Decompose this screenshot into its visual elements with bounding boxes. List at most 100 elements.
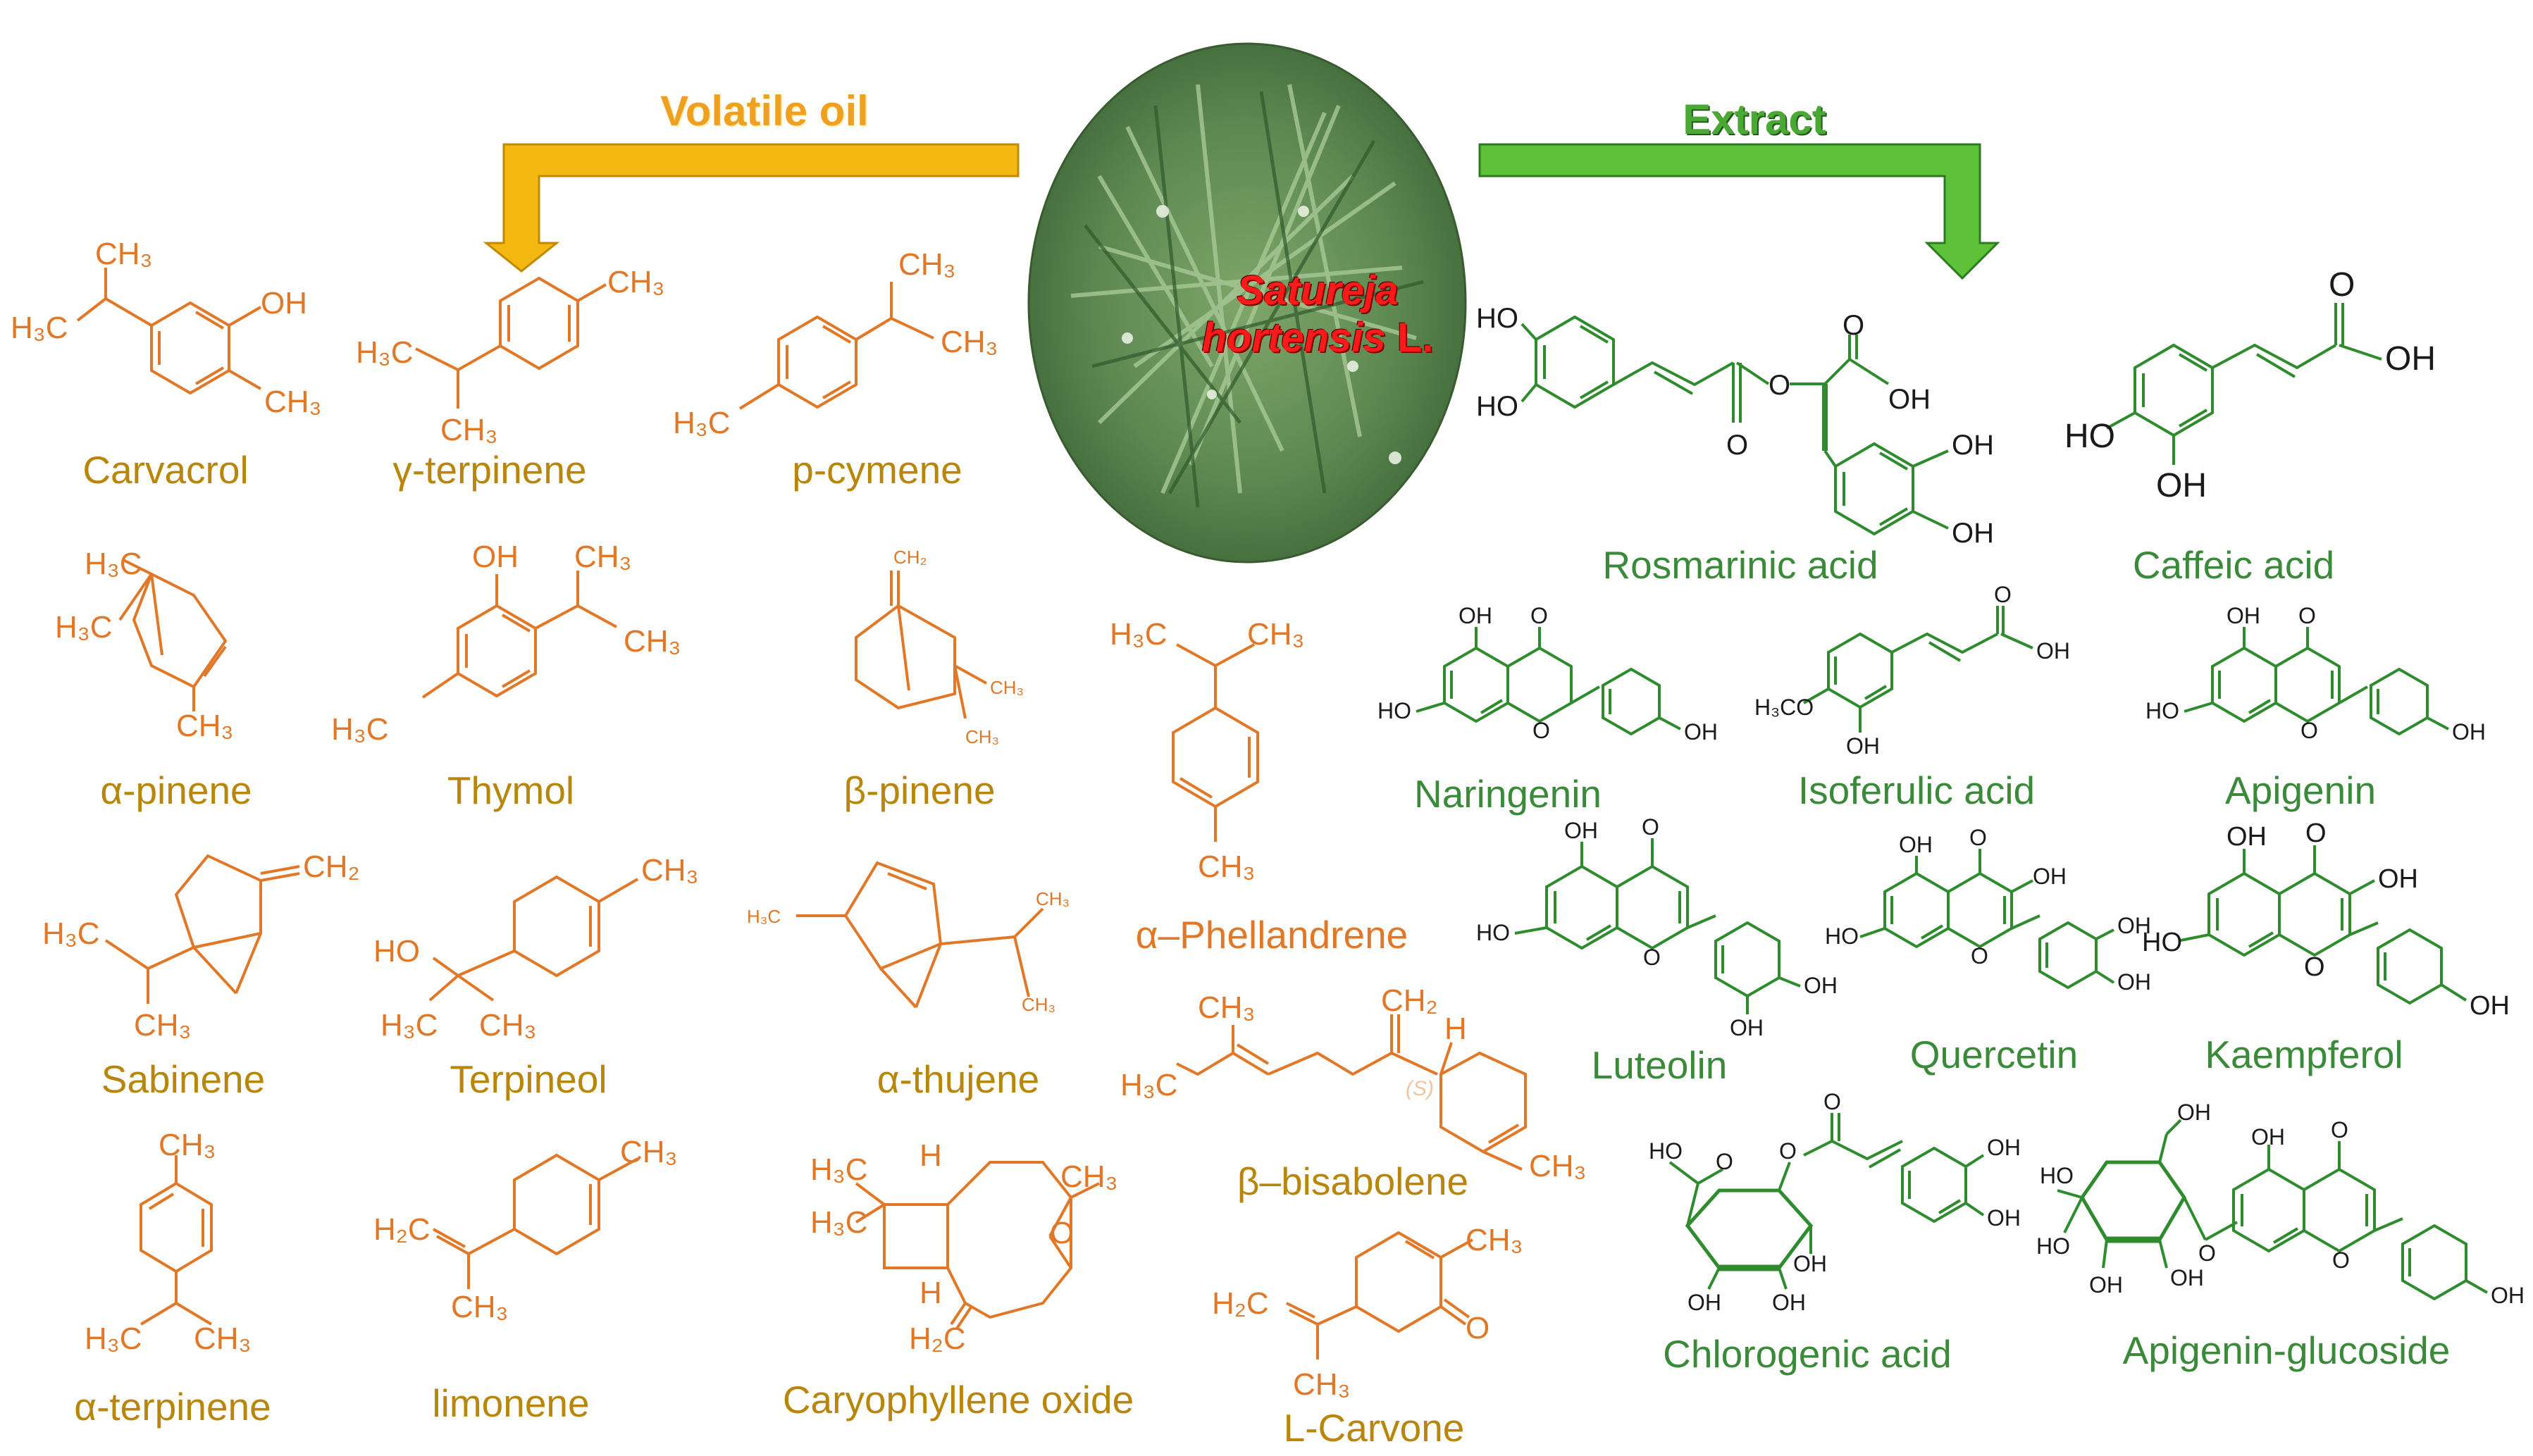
atom-caryo-h3c: H₃C <box>810 1152 867 1187</box>
label-quercetin: Quercetin <box>1909 1033 2079 1076</box>
volatile-atom-labels: CH₃ H₃C O H CH₃ CH₃ H₃C CH₃ CH₃ CH₃ H₃C H… <box>11 237 1586 1402</box>
extract-header: Extract <box>1683 96 1826 143</box>
label-luteolin: Luteolin <box>1591 1043 1728 1087</box>
atom-athuj-h3c: H₃C <box>747 906 781 927</box>
plant-genus: Satureja <box>1237 268 1399 313</box>
atom-aphel-ch3: CH₃ <box>1247 617 1304 652</box>
l-carvone-structure <box>1286 1231 1473 1359</box>
atom-ros-o2: O <box>1769 370 1790 401</box>
atom-chl-ho: HO <box>1649 1138 1683 1164</box>
label-caryophyllene-oxide: Caryophyllene oxide <box>782 1378 1134 1421</box>
label-p-cymene: p-cymene <box>792 448 962 492</box>
volatile-structures <box>76 268 1527 1359</box>
atom-gterp-ch3: CH₃ <box>607 265 664 299</box>
label-thymol: Thymol <box>447 769 575 812</box>
label-apigenin: Apigenin <box>2224 769 2377 812</box>
plant-name: Satureja hortensis L. <box>1141 268 1494 361</box>
atom-carv-ch3: CH₃ <box>1466 1223 1523 1257</box>
atom-terp-ch3b: CH₃ <box>479 1008 536 1043</box>
atom-lim-h2c: H₂C <box>373 1212 431 1247</box>
label-naringenin: Naringenin <box>1413 772 1602 816</box>
atom-caf-oh: OH <box>2385 340 2436 378</box>
atom-pcym-ch3b: CH₃ <box>941 325 998 359</box>
atom-iso-oh: OH <box>2036 638 2070 664</box>
label-alpha-phellandrene: α–Phellandrene <box>1135 913 1408 957</box>
atom-ag-oh5: OH <box>2491 1283 2525 1308</box>
atom-ag-ho2: HO <box>2036 1233 2070 1259</box>
atom-thymol-ch3: CH₃ <box>574 540 631 574</box>
caryophyllene-oxide-structure <box>855 1161 1100 1330</box>
atom-chl-oh2: OH <box>1987 1205 2021 1231</box>
label-beta-bisabolene: β–bisabolene <box>1237 1159 1469 1203</box>
atom-nar-oh2: OH <box>1684 719 1718 745</box>
atom-ag-oh2: OH <box>2089 1272 2123 1298</box>
atom-caf-ho: HO <box>2064 418 2115 455</box>
label-limonene: limonene <box>432 1381 590 1425</box>
atom-carvacrol-h3c: H₃C <box>11 311 68 345</box>
atom-sab-ch3: CH₃ <box>134 1008 191 1043</box>
alpha-terpinene-structure <box>140 1155 213 1326</box>
atom-api-ho: HO <box>2145 698 2179 723</box>
atom-gterp-h3c: H₃C <box>356 335 413 370</box>
atom-aphel-h3c: H₃C <box>1110 617 1167 652</box>
atom-athuj-ch3b: CH₃ <box>1022 994 1055 1015</box>
plant-species: hortensis <box>1201 314 1386 361</box>
label-caffeic-acid: Caffeic acid <box>2132 543 2335 587</box>
kaempferol-structure <box>2180 845 2467 1005</box>
extract-structures <box>1416 303 2488 1301</box>
volatile-oil-arrow <box>483 143 1020 273</box>
atom-aterp-h3c: H₃C <box>85 1321 142 1356</box>
atom-caryo-o: O <box>1050 1216 1074 1250</box>
atom-lim-ch3: CH₃ <box>620 1135 677 1169</box>
atom-carvacrol-ch3: CH₃ <box>95 237 152 271</box>
atom-kae-oh: OH <box>2227 822 2267 852</box>
atom-kae-o2: O <box>2304 952 2325 982</box>
atom-iso-o: O <box>1994 582 2012 607</box>
atom-gterp-ch3b: CH₃ <box>440 413 497 447</box>
isoferulic-acid-structure <box>1803 606 2033 733</box>
atom-chl-oh4: OH <box>1687 1290 1721 1315</box>
atom-chl-o2: O <box>1779 1138 1797 1164</box>
atom-que-o2: O <box>1971 943 1988 969</box>
atom-kae-ho: HO <box>2142 928 2182 957</box>
label-alpha-thujene: α-thujene <box>877 1057 1040 1101</box>
label-isoferulic-acid: Isoferulic acid <box>1797 769 2036 812</box>
alpha-phellandrene-structure <box>1172 643 1259 842</box>
atom-chl-oh: OH <box>1987 1135 2021 1160</box>
atom-carv-ch3b: CH₃ <box>1293 1367 1350 1402</box>
label-terpineol: Terpineol <box>450 1057 607 1101</box>
atom-ros-ho: HO <box>1476 303 1518 334</box>
atom-nar-o2: O <box>1532 718 1550 743</box>
atom-apin-h3c: H₃C <box>85 547 142 581</box>
atom-ag-o3: O <box>2332 1247 2350 1273</box>
label-carvacrol: Carvacrol <box>82 448 249 492</box>
atom-ros-oh: OH <box>1888 384 1931 415</box>
atom-ros-hob: HO <box>1476 391 1518 422</box>
atom-que-oh3: OH <box>2117 913 2151 938</box>
atom-que-oh2: OH <box>2033 864 2067 889</box>
atom-lut-ho: HO <box>1476 920 1510 945</box>
atom-api-oh2: OH <box>2452 719 2486 745</box>
alpha-thujene-structure <box>796 861 1044 1009</box>
atom-caryo-ch3: CH₃ <box>1060 1159 1117 1194</box>
atom-aterp-ch3b: CH₃ <box>194 1321 251 1356</box>
atom-apin-h3cb: H₃C <box>55 610 112 645</box>
atom-ag-oh: OH <box>2177 1100 2211 1125</box>
atom-caryo-hb: H <box>919 1276 942 1310</box>
atom-ag-ho: HO <box>2040 1163 2074 1188</box>
atom-ag-oh4: OH <box>2251 1124 2285 1150</box>
atom-ag-o2: O <box>2331 1117 2348 1143</box>
atom-caf-oh2: OH <box>2156 467 2207 504</box>
atom-bbis-ch3: CH₃ <box>1198 990 1255 1025</box>
atom-lut-oh: OH <box>1564 818 1598 843</box>
apigenin-structure <box>2184 627 2449 736</box>
atom-bbis-h3c: H₃C <box>1120 1068 1177 1102</box>
atom-bpin-ch3b: CH₃ <box>965 726 999 747</box>
atom-chl-o3: O <box>1823 1089 1841 1114</box>
naringenin-structure <box>1416 627 1681 736</box>
atom-carv-h2c: H₂C <box>1212 1286 1269 1321</box>
atom-lut-oh3: OH <box>1730 1015 1764 1040</box>
p-cymene-structure <box>738 282 934 410</box>
atom-caryo-h3cb: H₃C <box>810 1205 867 1240</box>
